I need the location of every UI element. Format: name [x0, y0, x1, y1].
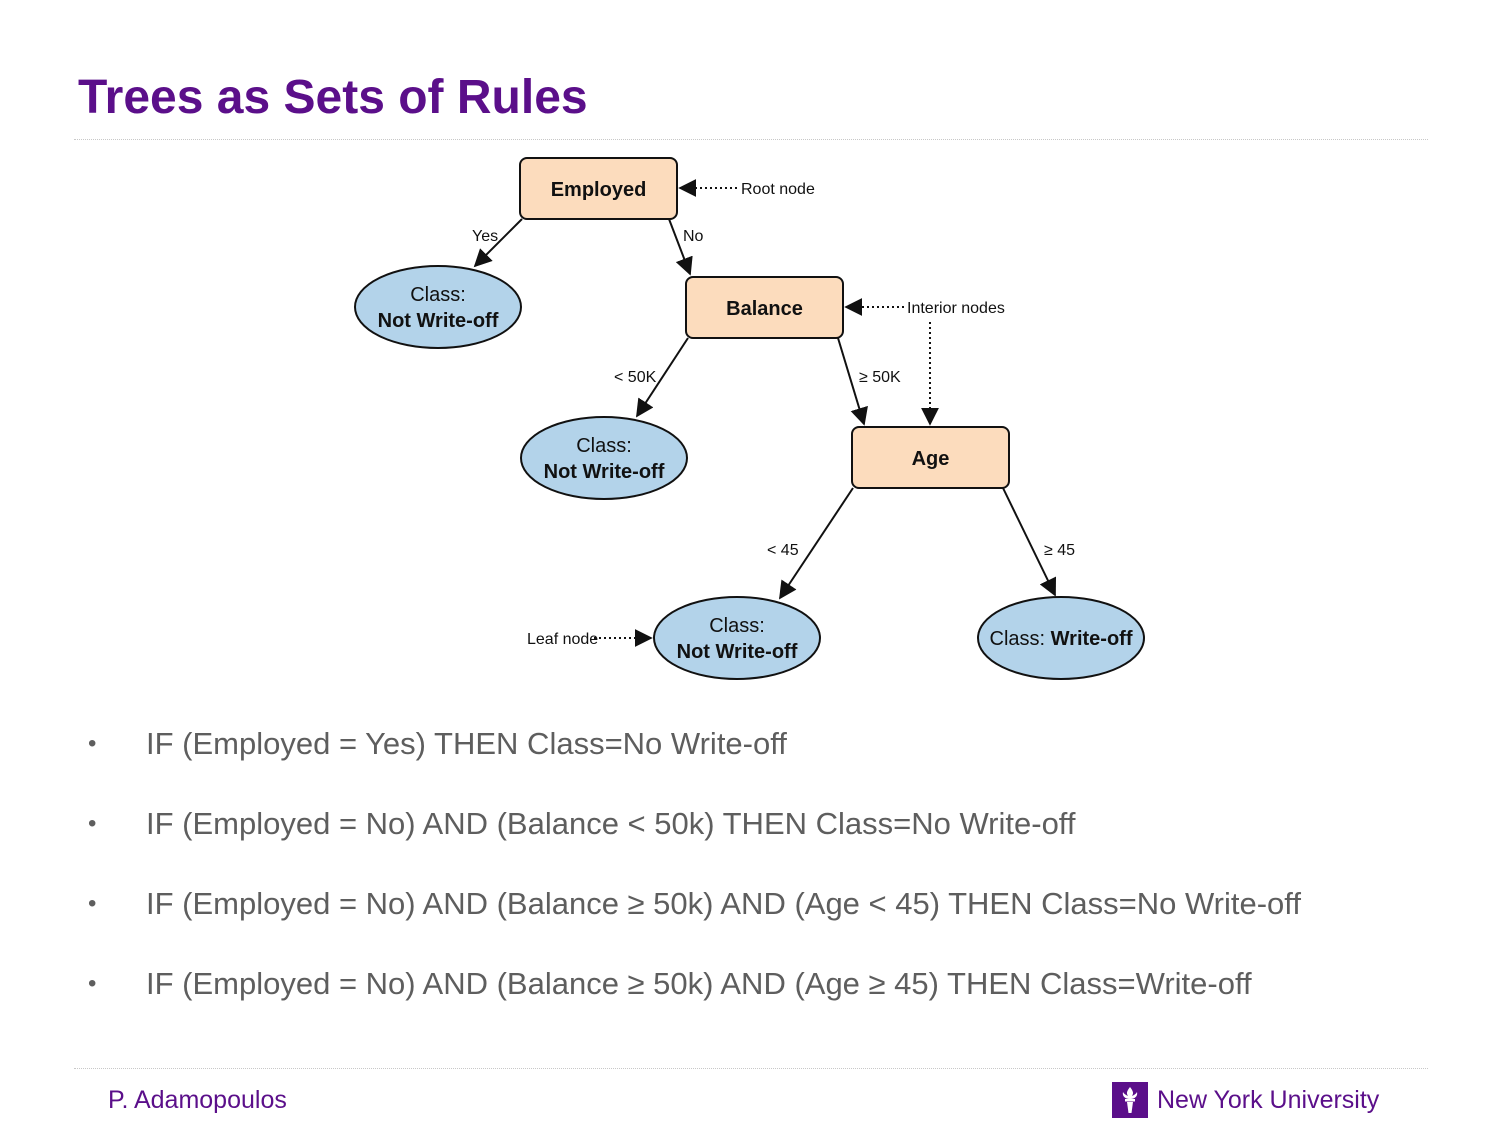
slide-title: Trees as Sets of Rules	[78, 71, 588, 124]
edge-label-yes: Yes	[472, 228, 498, 245]
leaf-node-1: Class: Not Write-off	[354, 265, 522, 349]
rule-item: • IF (Employed = No) AND (Balance ≥ 50k) …	[88, 962, 1301, 1042]
rule-text: IF (Employed = No) AND (Balance ≥ 50k) A…	[146, 886, 1301, 921]
edge-age-ge45	[1002, 487, 1057, 597]
bullet-icon: •	[88, 730, 97, 757]
leaf-node-2: Class: Not Write-off	[520, 416, 688, 500]
edge-balance-ge50k	[837, 337, 868, 426]
torch-icon	[1112, 1082, 1148, 1118]
decision-node-employed-label: Employed	[551, 179, 647, 201]
decision-node-employed: Employed	[519, 157, 678, 220]
title-divider	[74, 139, 1428, 140]
edge-label-ge45: ≥ 45	[1044, 542, 1075, 559]
decision-node-balance: Balance	[685, 276, 844, 339]
leaf-4-text: Class: Write-off	[990, 628, 1133, 650]
rule-item: • IF (Employed = Yes) THEN Class=No Write…	[88, 722, 1301, 802]
edge-employed-no	[668, 218, 693, 276]
leaf-1-value: Not Write-off	[378, 310, 499, 332]
rule-item: • IF (Employed = No) AND (Balance ≥ 50k) …	[88, 882, 1301, 962]
bullet-icon: •	[88, 970, 97, 997]
bullet-icon: •	[88, 890, 97, 917]
edge-label-ge50k: ≥ 50K	[859, 369, 901, 386]
rule-text: IF (Employed = Yes) THEN Class=No Write-…	[146, 726, 787, 761]
rules-list: • IF (Employed = Yes) THEN Class=No Write…	[88, 722, 1301, 1042]
footer-author: P. Adamopoulos	[108, 1086, 287, 1114]
decision-node-age: Age	[851, 426, 1010, 489]
leaf-3-prefix: Class:	[709, 615, 765, 637]
leaf-4-prefix: Class:	[990, 628, 1051, 650]
leaf-4-value: Write-off	[1051, 628, 1133, 650]
university-name: New York University	[1157, 1085, 1380, 1114]
edge-label-lt50k: < 50K	[614, 369, 657, 386]
edge-employed-yes	[473, 218, 523, 268]
edge-label-no: No	[683, 228, 704, 245]
tree-edges	[473, 218, 1057, 600]
leaf-2-prefix: Class:	[576, 435, 632, 457]
decision-node-age-label: Age	[912, 448, 950, 470]
footer-university: New York University	[1112, 1082, 1379, 1118]
leaf-node-4: Class: Write-off	[977, 596, 1145, 680]
interior-nodes-annotation: Interior nodes	[907, 300, 1005, 317]
edge-age-lt45	[779, 487, 854, 600]
root-node-annotation: Root node	[741, 181, 815, 198]
leaf-1-prefix: Class:	[410, 284, 466, 306]
leaf-2-value: Not Write-off	[544, 461, 665, 483]
leaf-node-annotation: Leaf node	[527, 631, 598, 648]
bullet-icon: •	[88, 810, 97, 837]
rule-text: IF (Employed = No) AND (Balance ≥ 50k) A…	[146, 966, 1252, 1001]
leaf-node-3: Class: Not Write-off	[653, 596, 821, 680]
footer-divider	[74, 1068, 1428, 1069]
edge-label-lt45: < 45	[767, 542, 799, 559]
edge-balance-lt50k	[636, 337, 689, 418]
rule-item: • IF (Employed = No) AND (Balance < 50k) …	[88, 802, 1301, 882]
decision-node-balance-label: Balance	[726, 298, 803, 320]
leaf-3-value: Not Write-off	[677, 641, 798, 663]
rule-text: IF (Employed = No) AND (Balance < 50k) T…	[146, 806, 1076, 841]
decision-tree-diagram: Yes No < 50K ≥ 50K < 45 ≥ 45 Root node I…	[354, 157, 1145, 680]
